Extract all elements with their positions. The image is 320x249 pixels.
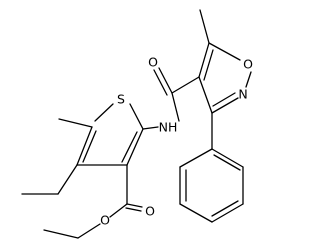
phenyl-ring [179,112,244,223]
atom-label-isoxazole-oxygen: O [243,57,253,72]
bond-c4-ch2 [57,164,78,195]
atom-label-ester-ether-oxygen: O [100,213,110,228]
thiophene-ring [76,103,144,166]
bond-carbonyl-o-1 [126,203,143,208]
bond-s-c5 [94,103,114,122]
bond-ph-4 [179,203,213,223]
bond-c2-nh [142,126,159,130]
bond-carbonyl-o-2 [125,207,142,212]
bond-c2-c3-inner [121,131,138,163]
ethyl-group [21,164,78,195]
bond-ester-ch2-ch3 [43,229,79,239]
bond-c4-c5-inner [82,130,97,163]
atom-label-ester-carbonyl-oxygen: O [145,204,155,219]
bond-c5-methyl [58,118,93,128]
bond-ph-6 [179,148,213,168]
isoxazole-ring [198,42,252,114]
bond-amide-co-2 [153,69,168,96]
bond-c3-c4-isox [198,76,213,114]
bond-n-c3-isox-inner [212,92,236,107]
bond-s-c2 [129,103,144,130]
bond-o-n-isox [245,71,252,88]
bond-c5-o-isox [208,42,241,61]
bond-ph-3-inner [211,200,239,217]
atom-label-isoxazole-nitrogen: N [238,87,247,102]
bond-c4-c5-isox-inner [203,49,214,81]
bond-ph-3 [211,203,244,223]
amide-group [142,67,200,130]
bond-c4-c5 [76,126,93,166]
bond-n-c3-isox [211,97,239,114]
chemical-structure: S NH O O N O O [21,9,253,239]
atom-label-sulfur: S [117,92,125,107]
bond-ph-1-inner [213,154,241,171]
atom-label-amide-nh: NH [159,120,178,135]
bond-nh-carbonyl [171,92,180,122]
bond-carbonyl-oether [109,203,128,218]
atom-label-amide-oxygen: O [148,55,158,70]
bond-amide-co-1 [158,67,173,94]
bond-c2-c3 [126,128,144,166]
bond-oether-ch2 [77,223,101,239]
bond-c4-c5-isox [198,42,210,78]
ester-group [43,164,143,239]
bond-ph-1 [211,148,244,168]
bond-carbonyl-isoxazole [171,76,200,94]
bond-isox-methyl [199,9,210,44]
